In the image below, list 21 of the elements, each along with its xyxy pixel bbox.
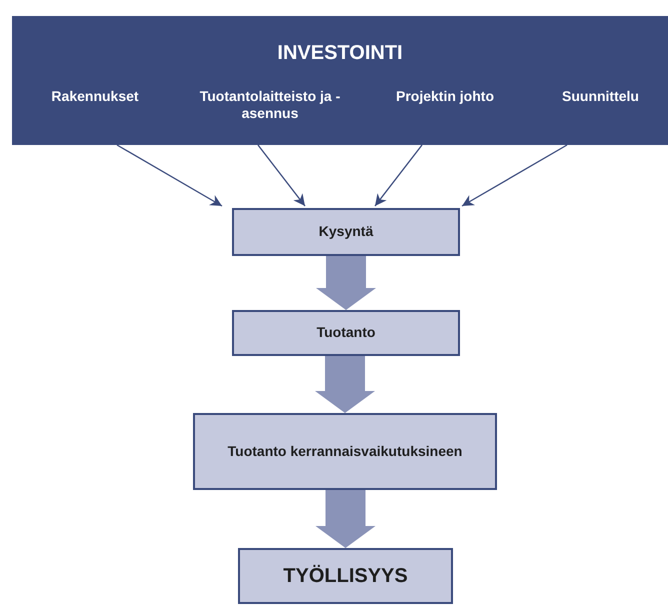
box-label: TYÖLLISYYS [283,564,408,589]
category-label: Tuotantolaitteisto ja -asennus [198,88,342,122]
category-label: Rakennukset [51,88,139,105]
arrow [116,144,222,207]
block-arrow [315,356,375,413]
banner-title: INVESTOINTI [276,42,404,65]
process-box [193,413,497,490]
banner [12,16,668,145]
process-box [232,208,460,256]
category-label: Suunnittelu [562,88,639,105]
block-arrow [316,490,376,548]
box-label: Tuotanto [316,323,376,342]
process-box [238,548,453,604]
box-label: Kysyntä [318,222,374,242]
arrow [462,144,568,207]
category-label: Projektin johto [396,88,494,105]
arrow [374,144,423,206]
process-box [232,310,460,356]
box-label: Tuotanto kerrannaisvaikutuksineen [228,442,462,461]
arrow [257,144,306,206]
block-arrow [316,256,376,310]
